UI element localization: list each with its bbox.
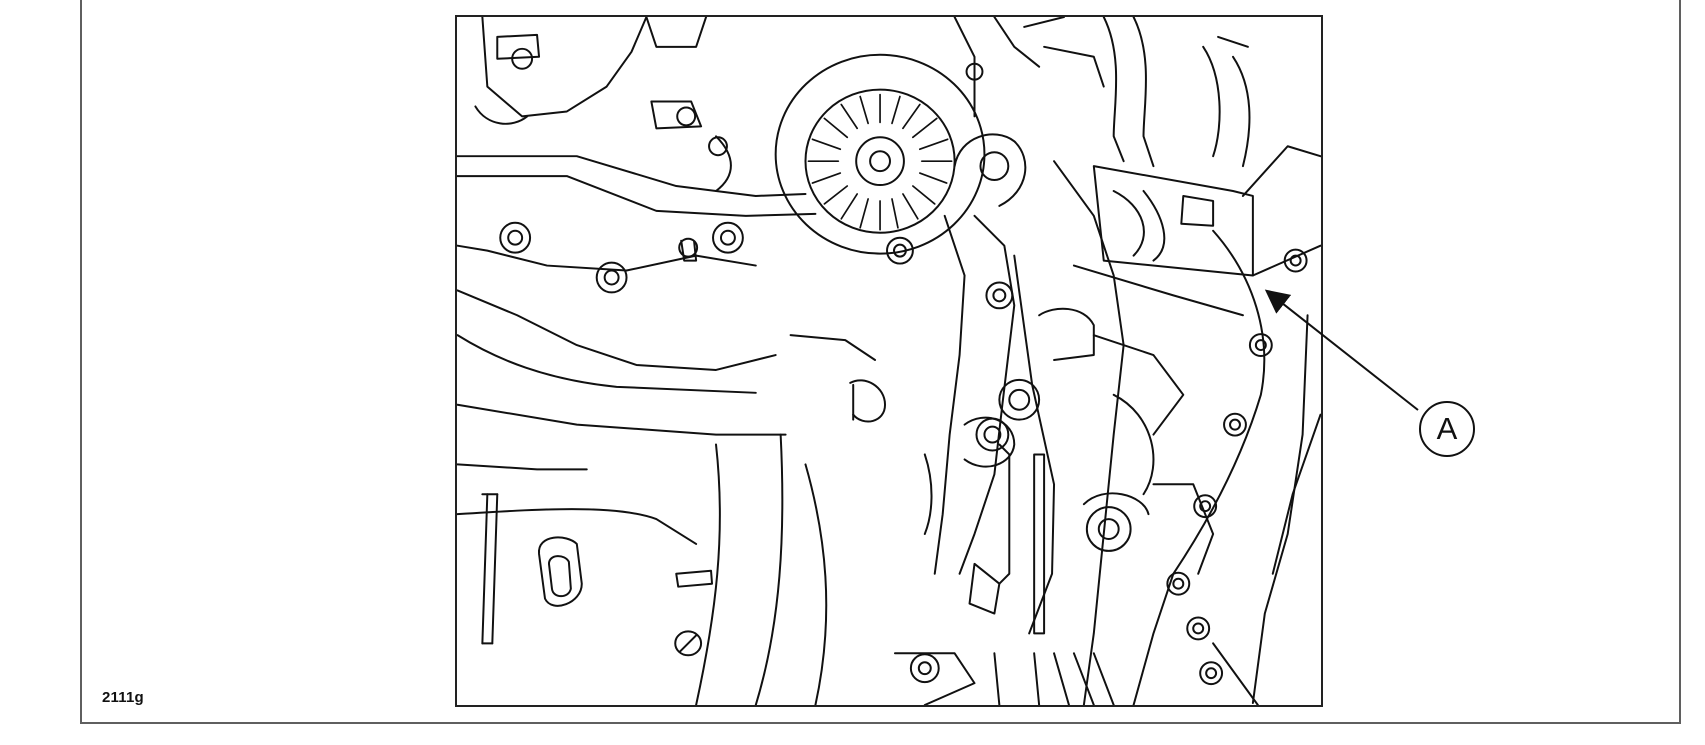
engine-line-drawing	[457, 17, 1321, 705]
callout-a: A	[1419, 401, 1475, 457]
engine-illustration	[455, 15, 1323, 707]
callout-a-label: A	[1436, 411, 1458, 446]
diagram-frame	[80, 0, 1681, 724]
figure-code-label: 2111g	[102, 689, 144, 706]
